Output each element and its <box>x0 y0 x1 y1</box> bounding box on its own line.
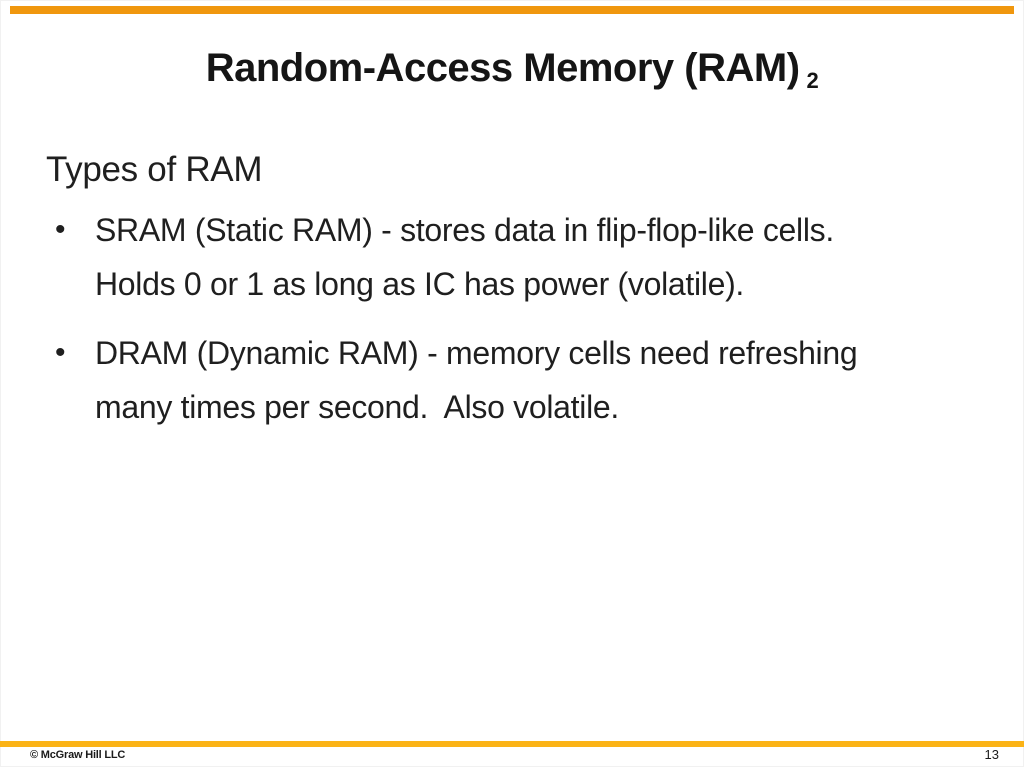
bullet-line: many times per second. Also volatile. <box>95 389 619 425</box>
bullet-line: Holds 0 or 1 as long as IC has power (vo… <box>95 266 745 302</box>
bullet-text: SRAM (Static RAM) - stores data in flip-… <box>95 203 994 311</box>
slide-title: Random-Access Memory (RAM)2 <box>0 42 1024 100</box>
bullet-list: • SRAM (Static RAM) - stores data in fli… <box>55 203 994 449</box>
section-heading: Types of RAM <box>46 150 263 189</box>
bullet-item: • DRAM (Dynamic RAM) - memory cells need… <box>55 326 994 434</box>
slide-title-text: Random-Access Memory (RAM) <box>205 46 800 90</box>
bullet-marker-icon: • <box>55 213 66 246</box>
bullet-line: DRAM (Dynamic RAM) - memory cells need r… <box>95 335 858 371</box>
page-number: 13 <box>984 747 999 762</box>
top-accent-bar <box>10 6 1014 14</box>
bullet-item: • SRAM (Static RAM) - stores data in fli… <box>55 203 994 311</box>
bullet-text: DRAM (Dynamic RAM) - memory cells need r… <box>95 326 994 434</box>
footer-copyright: © McGraw Hill LLC <box>30 749 126 761</box>
bullet-marker-icon: • <box>55 336 66 369</box>
footer-divider-bar <box>0 741 1024 747</box>
slide-title-subscript: 2 <box>806 68 819 93</box>
bullet-line: SRAM (Static RAM) - stores data in flip-… <box>95 212 834 248</box>
